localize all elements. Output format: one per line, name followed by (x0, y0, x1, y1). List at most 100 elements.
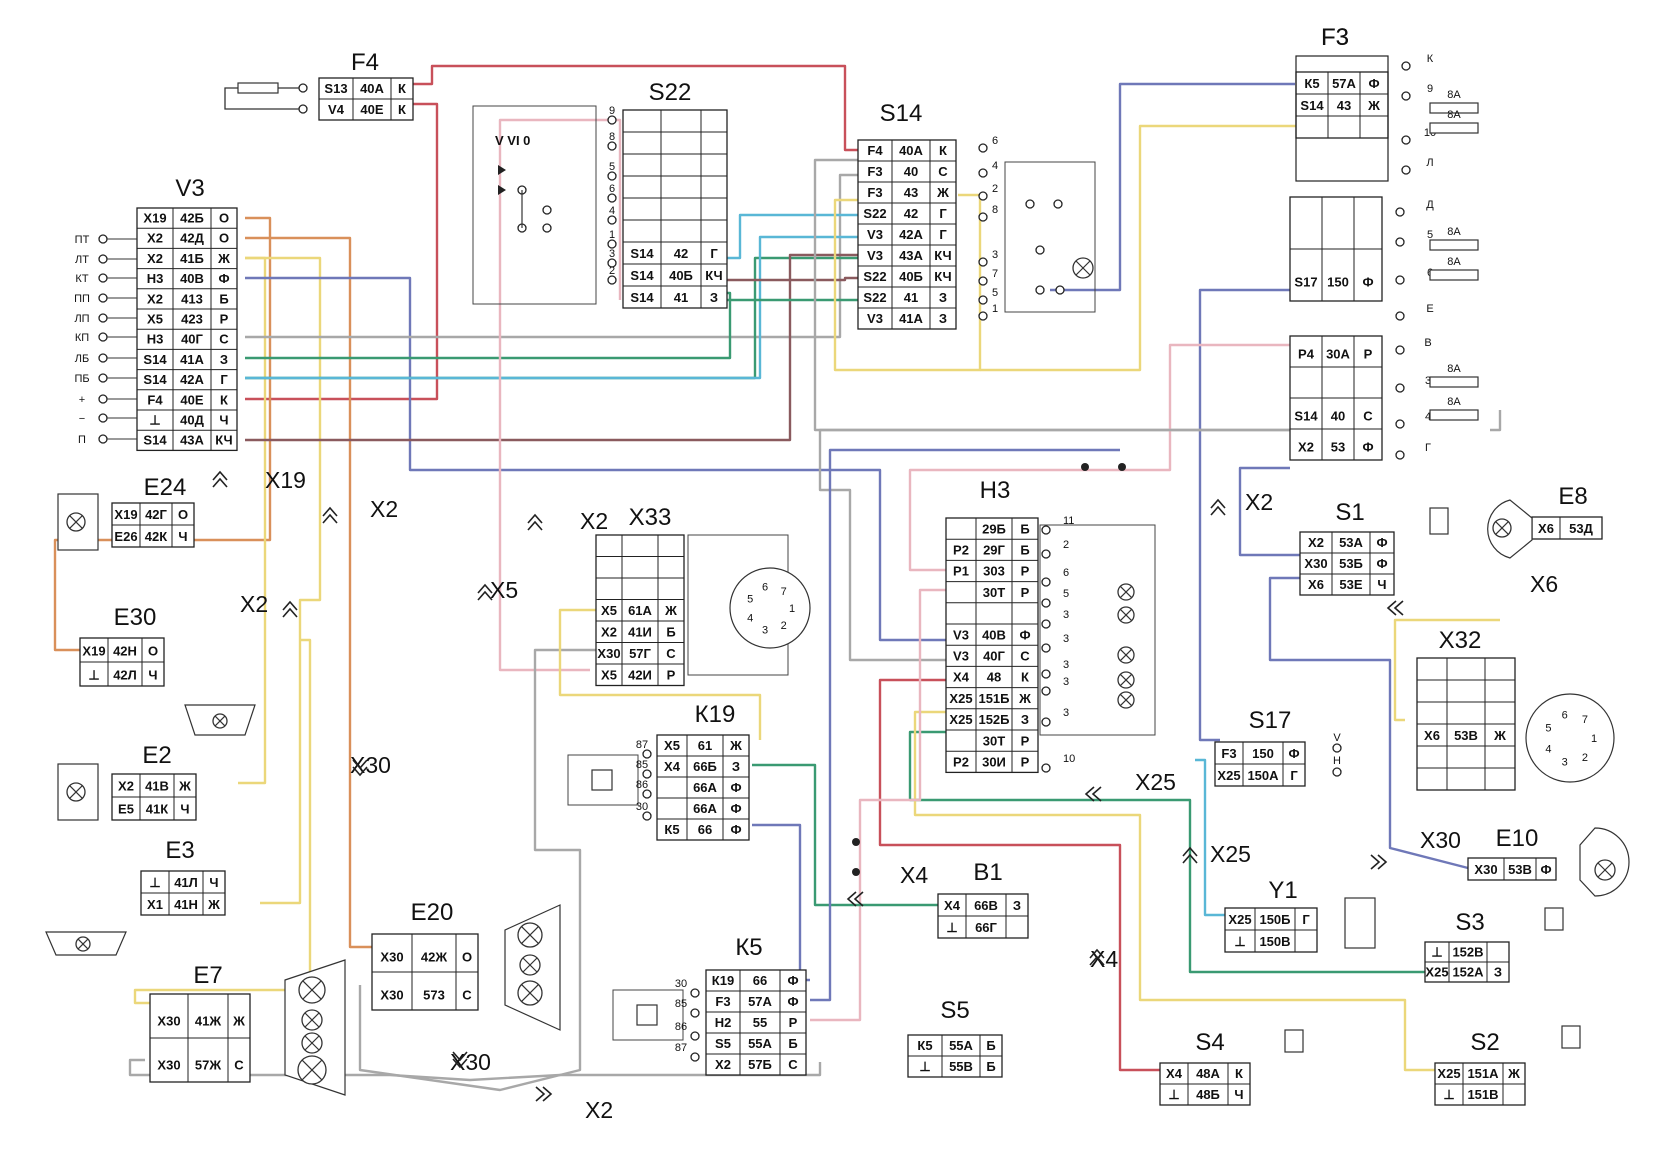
terminal-cell: Ж (1507, 1066, 1520, 1081)
terminal-cell: S14 (630, 246, 654, 261)
pin-terminal (1395, 383, 1405, 393)
terminal-cell: Ч (219, 413, 228, 428)
fuse-rating: 8А (1447, 363, 1461, 375)
terminal-cell: X2 (1298, 439, 1314, 454)
pin-label: 7 (781, 586, 787, 598)
pin-label: 9 (1427, 83, 1433, 95)
pin-terminal (1401, 91, 1411, 101)
terminal-cell: 55В (949, 1059, 973, 1074)
terminal-cell: 42Н (113, 643, 137, 658)
component-title: F4 (351, 49, 379, 76)
relay-coil-icon (636, 1004, 658, 1026)
connector-label: X2 (370, 496, 398, 522)
wire-green (752, 763, 938, 907)
connector-label: X2 (240, 591, 268, 617)
pin-label: 7 (1582, 714, 1588, 726)
component-title: К5 (735, 934, 762, 961)
component-title: S14 (880, 100, 923, 127)
pin-label: Л (1426, 157, 1433, 169)
terminal-cell: Г (220, 372, 228, 387)
terminal-cell: V3 (953, 627, 969, 642)
terminal-cell: X2 (147, 251, 163, 266)
terminal-cell: Г (939, 206, 947, 221)
terminal-cell: Б (1020, 542, 1029, 557)
terminal-block (1467, 857, 1557, 881)
terminal-cell: Р (220, 312, 229, 327)
terminal-cell: S5 (715, 1036, 731, 1051)
terminal-cell: 42А (899, 227, 923, 242)
chevron-icon (1084, 786, 1102, 802)
terminal-cell: 55А (748, 1036, 772, 1051)
connector-label: X19 (265, 467, 306, 493)
chevron-icon (846, 891, 864, 907)
switch-body (1004, 161, 1096, 313)
wire-red (878, 678, 1160, 1072)
terminal-cell: Ч (1234, 1087, 1243, 1102)
pin-label: 4 (1425, 411, 1431, 423)
pin-label: Г (1425, 442, 1431, 454)
terminal-cell: Б (986, 1059, 995, 1074)
terminal-cell: X2 (147, 231, 163, 246)
terminal-cell: 41А (899, 311, 923, 326)
pin-label: ПБ (74, 373, 89, 385)
pin-terminal (978, 295, 988, 305)
pin-label: 5 (992, 287, 998, 299)
lamp-cross (1075, 260, 1091, 276)
terminal-cell: S22 (863, 269, 886, 284)
junction-dot (852, 838, 860, 846)
wire-blue (245, 276, 946, 642)
component-title: К19 (695, 701, 736, 728)
pin-terminal (98, 273, 108, 283)
pin-terminal (1332, 743, 1342, 753)
pin-terminal (1041, 643, 1051, 653)
wire-green (245, 256, 864, 380)
connector-c-x30-b: X30 (450, 1049, 491, 1075)
terminal-cell: 42Б (180, 211, 204, 226)
connector-c-x4-b: X4 (1089, 946, 1118, 972)
terminal-block (1295, 71, 1389, 139)
pin-terminal (607, 141, 617, 151)
terminal-cell: 43А (899, 248, 923, 263)
component-title: B1 (973, 859, 1002, 886)
terminal-cell: КЧ (705, 268, 722, 283)
terminal-cell: 40А (899, 143, 923, 158)
lamp-cross (1495, 521, 1509, 535)
terminal-cell: 152В (1452, 944, 1483, 959)
pin-label: 7 (992, 268, 998, 280)
terminal-block (656, 734, 750, 841)
wire-brown (712, 276, 864, 282)
connector-label: X30 (350, 752, 391, 778)
terminal-cell: 43 (1337, 98, 1351, 113)
terminal-cell: Ж (936, 185, 949, 200)
terminal-cell: Ф (730, 780, 741, 795)
terminal-cell: 151В (1467, 1087, 1498, 1102)
fuse-rating: 8А (1447, 109, 1461, 121)
terminal-cell: Ж (178, 779, 191, 794)
fuse-rating: 8А (1447, 396, 1461, 408)
terminal-cell: 40Г (983, 648, 1005, 663)
connector-c-x5: X5 (477, 577, 518, 603)
pin-label: В (1424, 337, 1431, 349)
terminal-cell: Ч (148, 667, 157, 682)
terminal-cell: 152Б (978, 712, 1009, 727)
pin-terminal (98, 413, 108, 423)
pin-label: 2 (609, 265, 615, 277)
terminal-cell: 48 (987, 670, 1001, 685)
chevron-icon (1370, 854, 1388, 870)
pin-label: Д (1426, 199, 1434, 211)
pin-terminal (98, 373, 108, 383)
pin-terminal (98, 313, 108, 323)
terminal-cell: 42 (674, 246, 688, 261)
pin-label: 3 (1063, 676, 1069, 688)
component-title: S2 (1470, 1029, 1499, 1056)
terminal-cell: 55А (949, 1038, 973, 1053)
chevron-icon (1210, 498, 1226, 516)
terminal-cell: 66А (693, 780, 717, 795)
pin-terminal (1041, 669, 1051, 679)
